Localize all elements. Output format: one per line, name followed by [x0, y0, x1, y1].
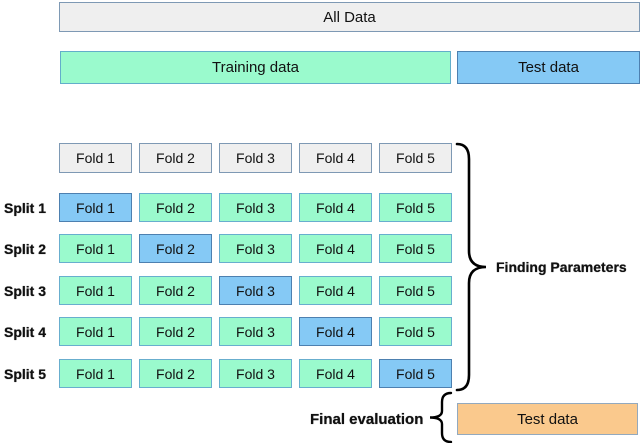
fold-header-cell: Fold 5	[379, 143, 452, 173]
training-data-label: Training data	[212, 59, 299, 76]
training-fold-cell: Fold 5	[379, 317, 452, 346]
final-evaluation-label: Final evaluation	[310, 411, 424, 428]
split-label: Split 1	[3, 199, 46, 216]
training-fold-cell: Fold 5	[379, 234, 452, 263]
training-fold-cell: Fold 2	[139, 193, 212, 222]
validation-fold-cell: Fold 5	[379, 359, 452, 388]
fold-header-cell: Fold 3	[219, 143, 292, 173]
validation-fold-cell: Fold 4	[299, 317, 372, 346]
training-fold-cell: Fold 4	[299, 276, 372, 305]
all-data-box: All Data	[59, 2, 640, 32]
training-fold-cell: Fold 5	[379, 276, 452, 305]
training-fold-cell: Fold 2	[139, 359, 212, 388]
training-fold-cell: Fold 3	[219, 234, 292, 263]
validation-fold-cell: Fold 3	[219, 276, 292, 305]
finding-parameters-brace	[455, 142, 487, 392]
training-fold-cell: Fold 3	[219, 359, 292, 388]
test-data-box: Test data	[457, 51, 640, 84]
test-data-label: Test data	[518, 59, 579, 76]
final-evaluation-brace	[429, 391, 453, 443]
training-fold-cell: Fold 1	[59, 234, 132, 263]
split-label: Split 2	[3, 240, 46, 257]
training-fold-cell: Fold 1	[59, 317, 132, 346]
training-fold-cell: Fold 4	[299, 193, 372, 222]
training-fold-cell: Fold 1	[59, 359, 132, 388]
final-test-data-label: Test data	[517, 410, 578, 428]
validation-fold-cell: Fold 2	[139, 234, 212, 263]
split-label: Split 3	[3, 282, 46, 299]
training-fold-cell: Fold 5	[379, 193, 452, 222]
training-data-box: Training data	[60, 51, 451, 84]
split-label: Split 5	[3, 365, 46, 382]
training-fold-cell: Fold 3	[219, 193, 292, 222]
training-fold-cell: Fold 3	[219, 317, 292, 346]
training-fold-cell: Fold 2	[139, 276, 212, 305]
fold-header-cell: Fold 4	[299, 143, 372, 173]
all-data-label: All Data	[323, 8, 376, 26]
training-fold-cell: Fold 4	[299, 359, 372, 388]
final-test-data-box: Test data	[457, 403, 638, 435]
validation-fold-cell: Fold 1	[59, 193, 132, 222]
split-label: Split 4	[3, 323, 46, 340]
fold-header-cell: Fold 2	[139, 143, 212, 173]
training-fold-cell: Fold 1	[59, 276, 132, 305]
fold-header-cell: Fold 1	[59, 143, 132, 173]
training-fold-cell: Fold 2	[139, 317, 212, 346]
finding-parameters-label: Finding Parameters	[496, 259, 627, 275]
training-fold-cell: Fold 4	[299, 234, 372, 263]
